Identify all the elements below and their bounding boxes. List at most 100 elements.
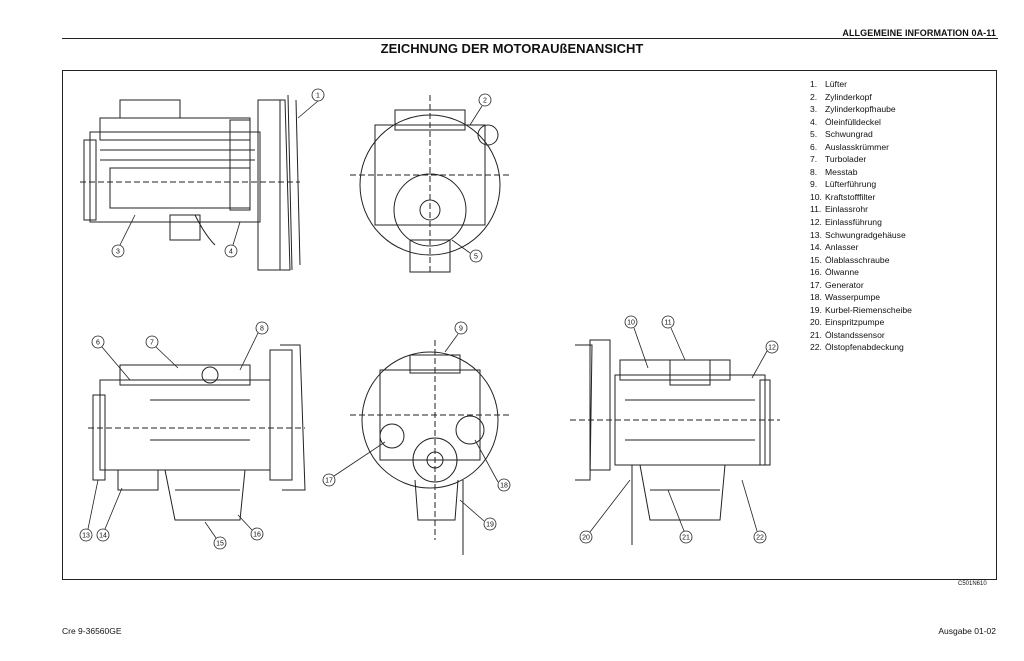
callout-12: 12 [751, 340, 779, 379]
legend-item: 20.Einspritzpumpe [810, 316, 912, 329]
legend-number: 19. [810, 304, 822, 315]
legend-label: Zylinderkopf [825, 91, 872, 102]
legend-item: 21.Ölstandssensor [810, 329, 912, 342]
callout-7: 7 [145, 335, 179, 369]
legend-number: 16. [810, 267, 822, 278]
page-title: ZEICHNUNG DER MOTORAUßENANSICHT [380, 41, 644, 56]
footer-edition: Ausgabe 01-02 [938, 626, 996, 636]
engine-side-view-right [570, 339, 780, 545]
svg-text:19: 19 [486, 522, 494, 529]
legend-number: 3. [810, 104, 818, 115]
legend-label: Ölstandssensor [825, 329, 885, 340]
legend-number: 22. [810, 342, 822, 353]
callout-21: 21 [667, 489, 693, 544]
legend-number: 8. [810, 166, 818, 177]
engine-front-view [350, 340, 510, 555]
legend-number: 10. [810, 191, 822, 202]
legend-label: Generator [825, 279, 864, 290]
legend-label: Lüfterführung [825, 179, 877, 190]
callout-13: 13 [79, 479, 99, 542]
legend-number: 7. [810, 154, 818, 165]
legend-number: 6. [810, 141, 818, 152]
legend-number: 1. [810, 79, 818, 89]
legend-label: Turbolader [825, 154, 867, 165]
legend-item: 16.Ölwanne [810, 266, 912, 279]
legend-number: 13. [810, 229, 822, 240]
legend-number: 21. [810, 329, 822, 340]
legend-item: 18.Wasserpumpe [810, 291, 912, 304]
callout-11: 11 [661, 315, 686, 361]
svg-text:11: 11 [664, 320, 671, 327]
legend-item: 8.Messtab [810, 166, 912, 179]
legend-label: Anlasser [825, 242, 859, 253]
legend-number: 12. [810, 217, 822, 228]
svg-text:2: 2 [483, 98, 487, 105]
legend-label: Einlassführung [825, 217, 882, 228]
legend-number: 2. [810, 91, 818, 102]
legend-item: 11.Einlassrohr [810, 203, 912, 216]
callout-14: 14 [96, 487, 123, 542]
figure-code: C501N610 [958, 581, 987, 587]
svg-text:1: 1 [316, 93, 320, 100]
callout-3: 3 [111, 214, 136, 258]
svg-text:8: 8 [260, 326, 264, 333]
legend-label: Einlassrohr [825, 204, 868, 215]
legend-item: 4. Öleinfülldeckel [810, 116, 912, 129]
legend-item: 3. Zylinderkopfhaube [810, 103, 912, 116]
legend-label: Ölwanne [825, 267, 859, 278]
svg-text:3: 3 [116, 249, 120, 256]
legend-item: 6. Auslasskrümmer [810, 141, 912, 154]
callout-1: 1 [297, 88, 325, 119]
svg-text:15: 15 [216, 541, 224, 548]
legend-item: 14.Anlasser [810, 241, 912, 254]
legend-item: 5.Schwungrad [810, 128, 912, 141]
legend-label: Zylinderkopfhaube [825, 104, 896, 115]
figure-frame [62, 70, 997, 580]
svg-text:4: 4 [229, 249, 233, 256]
callout-4: 4 [224, 221, 241, 258]
legend-item: 2. Zylinderkopf [810, 91, 912, 104]
legend-item: 17.Generator [810, 279, 912, 292]
svg-text:14: 14 [99, 533, 107, 540]
svg-text:6: 6 [96, 340, 100, 347]
svg-text:18: 18 [500, 483, 508, 490]
svg-text:20: 20 [582, 535, 590, 542]
legend-label: Einspritzpumpe [825, 317, 885, 328]
callout-8: 8 [239, 321, 269, 371]
callout-19: 19 [459, 499, 497, 531]
svg-text:13: 13 [82, 533, 90, 540]
legend-number: 4. [810, 116, 818, 127]
legend-number: 17. [810, 279, 822, 290]
legend-item: 1.Lüfter [810, 78, 912, 91]
engine-side-view-left [80, 94, 301, 271]
legend-label: Wasserpumpe [825, 292, 881, 303]
callout-2: 2 [469, 93, 492, 126]
callout-5: 5 [451, 239, 483, 263]
engine-rear-view [350, 95, 510, 275]
callout-20: 20 [579, 479, 631, 544]
svg-text:10: 10 [627, 320, 635, 327]
legend-number: 15. [810, 254, 822, 265]
svg-text:21: 21 [682, 535, 690, 542]
footer-doc-id: Cre 9-36560GE [62, 626, 122, 636]
legend-item: 22.Ölstopfenabdeckung [810, 341, 912, 354]
svg-text:16: 16 [253, 532, 261, 539]
header-rule [62, 38, 998, 39]
legend-label: Kurbel-Riemenscheibe [825, 304, 912, 315]
svg-text:7: 7 [150, 340, 154, 347]
svg-text:9: 9 [459, 326, 463, 333]
legend-item: 12.Einlassführung [810, 216, 912, 229]
legend-item: 15.Ölablasschraube [810, 254, 912, 267]
legend-label: Ölablasschraube [825, 254, 890, 265]
section-header: ALLGEMEINE INFORMATION 0A-11 [842, 28, 996, 38]
legend-number: 20. [810, 317, 822, 328]
callout-9: 9 [444, 321, 468, 353]
legend-number: 18. [810, 292, 822, 303]
svg-text:22: 22 [756, 535, 764, 542]
legend-number: 11. [810, 204, 822, 215]
engine-side-view-bottom-left [88, 344, 306, 521]
legend-label: Öleinfülldeckel [825, 116, 881, 127]
legend-label: Auslasskrümmer [825, 141, 889, 152]
